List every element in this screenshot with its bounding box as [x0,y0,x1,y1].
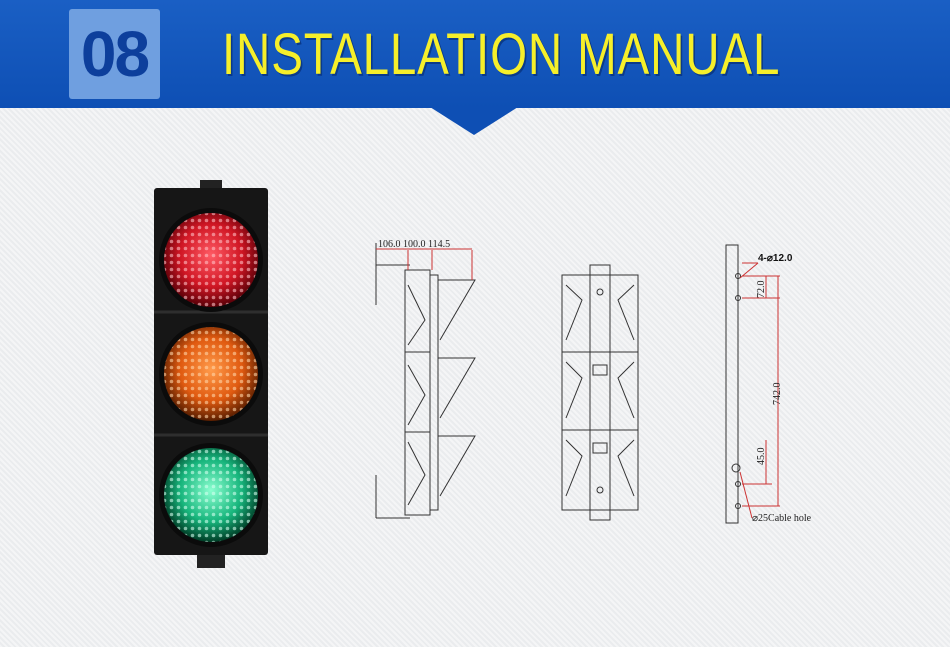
green-lamp [159,443,263,547]
amber-lamp [159,322,263,426]
section-number-box [69,9,160,99]
bracket-cable-label: ⌀25Cable hole [752,513,812,524]
bracket-hole-label: 4-⌀12.0 [758,253,793,264]
side-view-drawing [375,243,476,519]
bracket-spacing-main: 742.0 [772,383,783,406]
banner-pointer [430,107,518,135]
bracket-spacing-top: 72.0 [756,281,767,299]
bracket-spacing-bottom: 45.0 [756,448,767,466]
rear-view-drawing [561,264,639,521]
page-title: INSTALLATION MANUAL [222,22,781,87]
bracket-drawing [725,244,780,524]
section-number: 08 [80,18,150,90]
traffic-light [154,180,268,568]
red-lamp [159,208,263,312]
side-view-dimensions: 106.0 100.0 114.5 [378,239,450,250]
